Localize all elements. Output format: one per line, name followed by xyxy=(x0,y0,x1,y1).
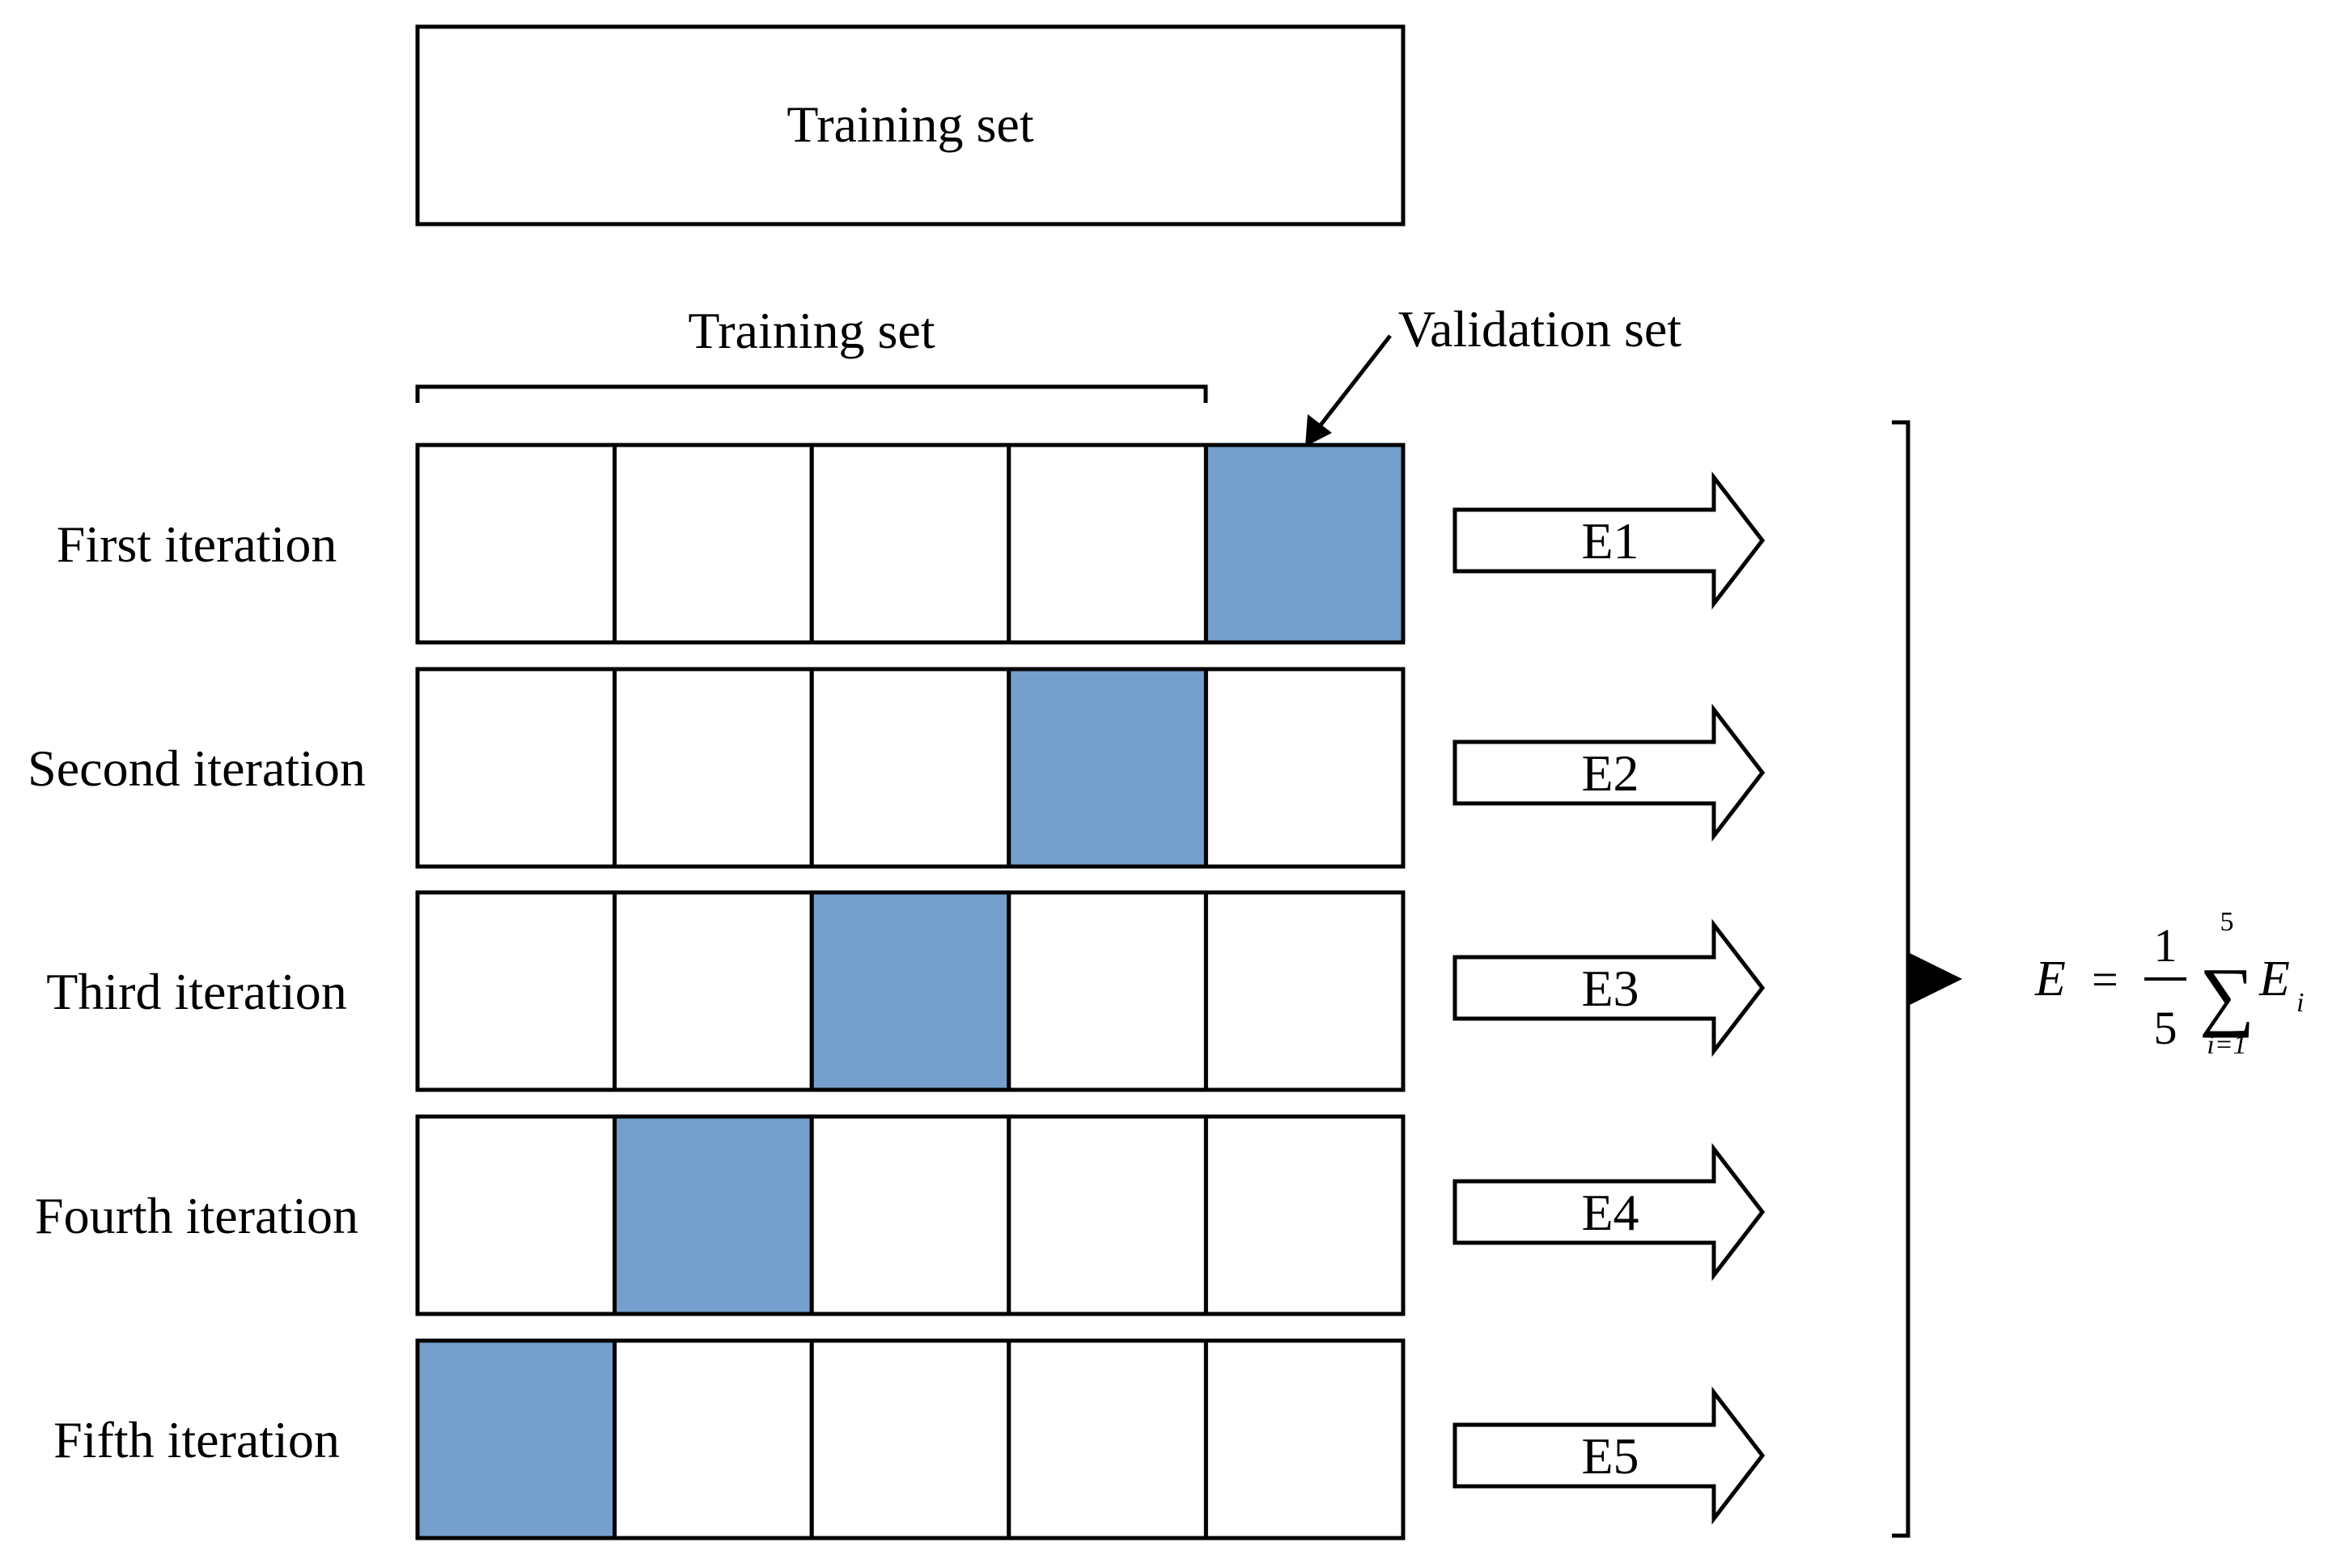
error-arrow-label: E5 xyxy=(1581,1427,1639,1485)
training-fold xyxy=(809,1338,1011,1540)
training-fold xyxy=(415,667,617,869)
top-training-set-box: Training set xyxy=(415,24,1406,227)
training-fold xyxy=(1007,443,1208,645)
error-arrow-shape xyxy=(1452,918,1766,1057)
training-fold xyxy=(1203,1338,1406,1540)
average-error-equation: E = 1 5 5 ∑ i=1 E i xyxy=(2034,907,2304,1060)
iteration-row: Second iteration xyxy=(28,667,1406,869)
training-fold xyxy=(415,1114,617,1316)
bracket-training-set-label: Training set xyxy=(688,302,935,359)
validation-fold xyxy=(1007,667,1208,869)
iteration-row: Fourth iteration xyxy=(35,1114,1406,1316)
iteration-label: First iteration xyxy=(57,515,337,573)
training-set-bracket: Training set xyxy=(415,302,1208,403)
top-training-set-label: Training set xyxy=(787,95,1033,153)
training-fold xyxy=(1007,890,1208,1092)
iteration-row: First iteration xyxy=(57,443,1406,645)
iteration-label: Second iteration xyxy=(28,740,366,797)
validation-fold xyxy=(809,890,1011,1092)
equation-term: E xyxy=(2258,951,2290,1006)
iteration-row: Fifth iteration xyxy=(53,1338,1406,1540)
validation-set-label: Validation set xyxy=(1398,300,1681,358)
aggregation-arrowhead xyxy=(1908,952,1962,1006)
training-fold xyxy=(809,667,1011,869)
iteration-label: Third iteration xyxy=(46,963,346,1020)
training-fold xyxy=(613,443,814,645)
sum-lower-limit: i=1 xyxy=(2207,1030,2246,1060)
aggregation-bracket xyxy=(1892,420,1962,1538)
training-fold xyxy=(1007,1114,1208,1316)
validation-pointer-head xyxy=(1305,414,1332,447)
error-arrow: E3 xyxy=(1452,918,1766,1057)
validation-pointer-line xyxy=(1317,334,1392,429)
error-arrow-shape xyxy=(1452,703,1766,842)
error-arrow: E4 xyxy=(1452,1142,1766,1282)
error-arrow-label: E3 xyxy=(1581,960,1639,1017)
training-fold xyxy=(613,1338,814,1540)
equation-term-subscript: i xyxy=(2296,988,2304,1018)
training-fold xyxy=(1203,1114,1406,1316)
sum-symbol: ∑ xyxy=(2199,951,2254,1038)
training-fold xyxy=(809,1114,1011,1316)
error-arrow: E5 xyxy=(1452,1386,1766,1525)
error-arrow-label: E2 xyxy=(1581,744,1639,802)
training-fold xyxy=(1007,1338,1208,1540)
error-arrow-shape xyxy=(1452,471,1766,610)
validation-fold xyxy=(1203,443,1406,645)
error-arrow-shape xyxy=(1452,1142,1766,1282)
validation-fold xyxy=(415,1338,617,1540)
iteration-row: Third iteration xyxy=(46,890,1406,1092)
error-arrow: E2 xyxy=(1452,703,1766,842)
error-arrow-label: E4 xyxy=(1581,1184,1639,1241)
training-fold xyxy=(1203,890,1406,1092)
iteration-label: Fourth iteration xyxy=(35,1187,358,1244)
equation-numerator: 1 xyxy=(2154,919,2178,972)
equation-denominator: 5 xyxy=(2154,1002,2178,1054)
sum-upper-limit: 5 xyxy=(2220,907,2234,937)
training-fold xyxy=(613,667,814,869)
equation-lhs: E xyxy=(2034,951,2066,1006)
error-arrow-label: E1 xyxy=(1581,512,1639,570)
training-fold xyxy=(613,890,814,1092)
training-fold xyxy=(415,443,617,645)
iteration-label: Fifth iteration xyxy=(53,1411,340,1468)
equation-equals: = xyxy=(2092,953,2118,1006)
training-fold xyxy=(809,443,1011,645)
validation-set-callout: Validation set xyxy=(1305,300,1681,447)
error-arrow: E1 xyxy=(1452,471,1766,610)
error-arrow-shape xyxy=(1452,1386,1766,1525)
training-fold xyxy=(415,890,617,1092)
training-fold xyxy=(1203,667,1406,869)
validation-fold xyxy=(613,1114,814,1316)
